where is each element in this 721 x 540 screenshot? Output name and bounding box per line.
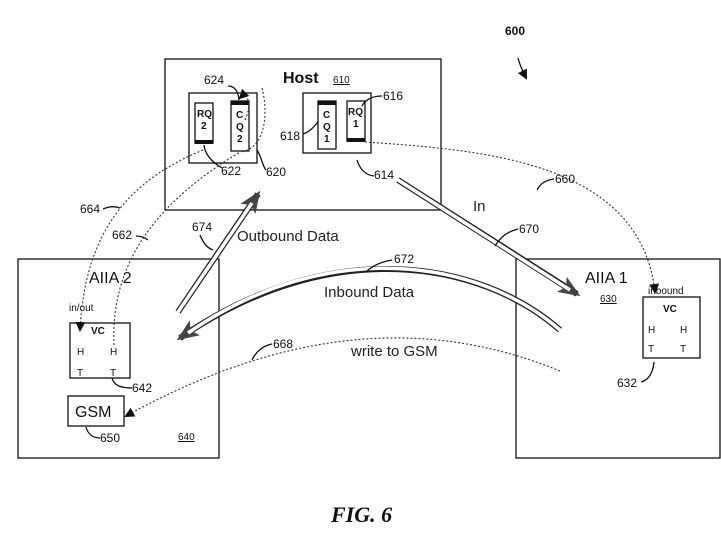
host-group-right-ref: 614 (374, 168, 394, 182)
aiia2-vc-label: in/out (69, 303, 94, 314)
cq1-label-line2: Q (323, 122, 331, 133)
flow-664-arrow (75, 149, 204, 332)
cq2-label-line2: Q (236, 122, 244, 133)
inbound-ref-leader (365, 259, 393, 273)
aiia1-vc-t1: T (648, 344, 654, 355)
flow-662-ref-leader (135, 235, 149, 241)
aiia1-vc-t2: T (680, 344, 686, 355)
figure-caption: FIG. 6 (330, 502, 392, 527)
aiia1-title: AIIA 1 (585, 270, 628, 287)
outbound-data-arrow-inner (176, 202, 254, 313)
aiia2-vc-t1: T (77, 368, 83, 379)
aiia1-vc-label: inbound (648, 286, 684, 297)
group-left-ref-leader (256, 149, 267, 171)
aiia1-vc-ref-leader (640, 361, 655, 383)
gsm-label: GSM (75, 404, 111, 421)
cq2-label-line1: C (236, 110, 243, 121)
cq2-ref: 624 (204, 73, 224, 87)
in-label: In (473, 198, 486, 215)
aiia2-vc-box (69, 322, 131, 379)
flow-662-return (239, 87, 266, 153)
aiia2-vc-h1: H (77, 347, 84, 358)
aiia2-title: AIIA 2 (89, 270, 132, 287)
flow-660-arrow (364, 141, 660, 294)
write-to-gsm-arrow (124, 337, 561, 417)
cq1-ref: 618 (280, 129, 300, 143)
rq2-base (195, 140, 213, 144)
cq1-label-line1: C (323, 110, 330, 121)
aiia2-vc-title: VC (91, 326, 105, 337)
in-arrow-inner (397, 178, 571, 292)
gsm-write-ref-leader (251, 343, 273, 361)
aiia1-ref: 630 (600, 294, 617, 305)
outbound-ref-leader (199, 234, 214, 251)
aiia2-vc-t2: T (110, 368, 116, 379)
host-group-left-ref: 620 (266, 165, 286, 179)
outbound-data-ref: 674 (192, 220, 212, 234)
figure-number-arrow (517, 57, 527, 80)
rq1-ref: 616 (383, 89, 403, 103)
in-ref-leader (494, 228, 519, 247)
aiia2-vc-h2: H (110, 347, 117, 358)
rq1-label-line2: 1 (353, 119, 359, 130)
host-title: Host (283, 70, 319, 87)
flow-662-ref: 662 (112, 228, 132, 242)
aiia2-vc-ref: 642 (132, 381, 152, 395)
in-ref: 670 (519, 222, 539, 236)
rq2-label-line1: RQ (197, 109, 212, 120)
rq2-ref-leader (203, 144, 223, 169)
flow-662-arrow (113, 151, 241, 346)
outbound-data-label: Outbound Data (237, 228, 339, 245)
cq1-top (318, 101, 336, 105)
write-to-gsm-ref: 668 (273, 337, 293, 351)
flow-660-ref: 660 (555, 172, 575, 186)
gsm-ref-leader (85, 426, 101, 439)
cq2-top (231, 101, 249, 105)
flow-664-ref-leader (102, 205, 121, 210)
inbound-data-arrow-inner (187, 266, 562, 335)
group-right-ref-leader (356, 159, 375, 177)
inbound-data-ref: 672 (394, 252, 414, 266)
rq1-ref-leader (361, 95, 383, 107)
write-to-gsm-label: write to GSM (350, 343, 438, 360)
cq2-label-line3: 2 (237, 134, 243, 145)
aiia1-vc-ref: 632 (617, 376, 637, 390)
cq2-loop-arrow (238, 88, 250, 121)
aiia1-vc-box (642, 296, 701, 359)
flow-660-ref-leader (536, 178, 555, 191)
aiia1-vc-h2: H (680, 325, 687, 336)
rq1-label-line1: RQ (348, 107, 363, 118)
figure-number-ref: 600 (505, 24, 525, 38)
gsm-ref: 650 (100, 431, 120, 445)
aiia1-vc-h1: H (648, 325, 655, 336)
aiia2-ref: 640 (178, 432, 195, 443)
aiia1-vc-title: VC (663, 304, 677, 315)
cq1-label-line3: 1 (324, 134, 330, 145)
rq2-label-line2: 2 (201, 121, 207, 132)
aiia2-vc-ref-leader (111, 377, 133, 389)
flow-664-ref: 664 (80, 202, 100, 216)
cq1-ref-leader (302, 121, 319, 135)
rq1-base (347, 138, 365, 142)
gsm-box (67, 395, 125, 427)
host-ref: 610 (333, 75, 350, 86)
rq2-ref: 622 (221, 164, 241, 178)
inbound-data-label: Inbound Data (324, 284, 415, 301)
